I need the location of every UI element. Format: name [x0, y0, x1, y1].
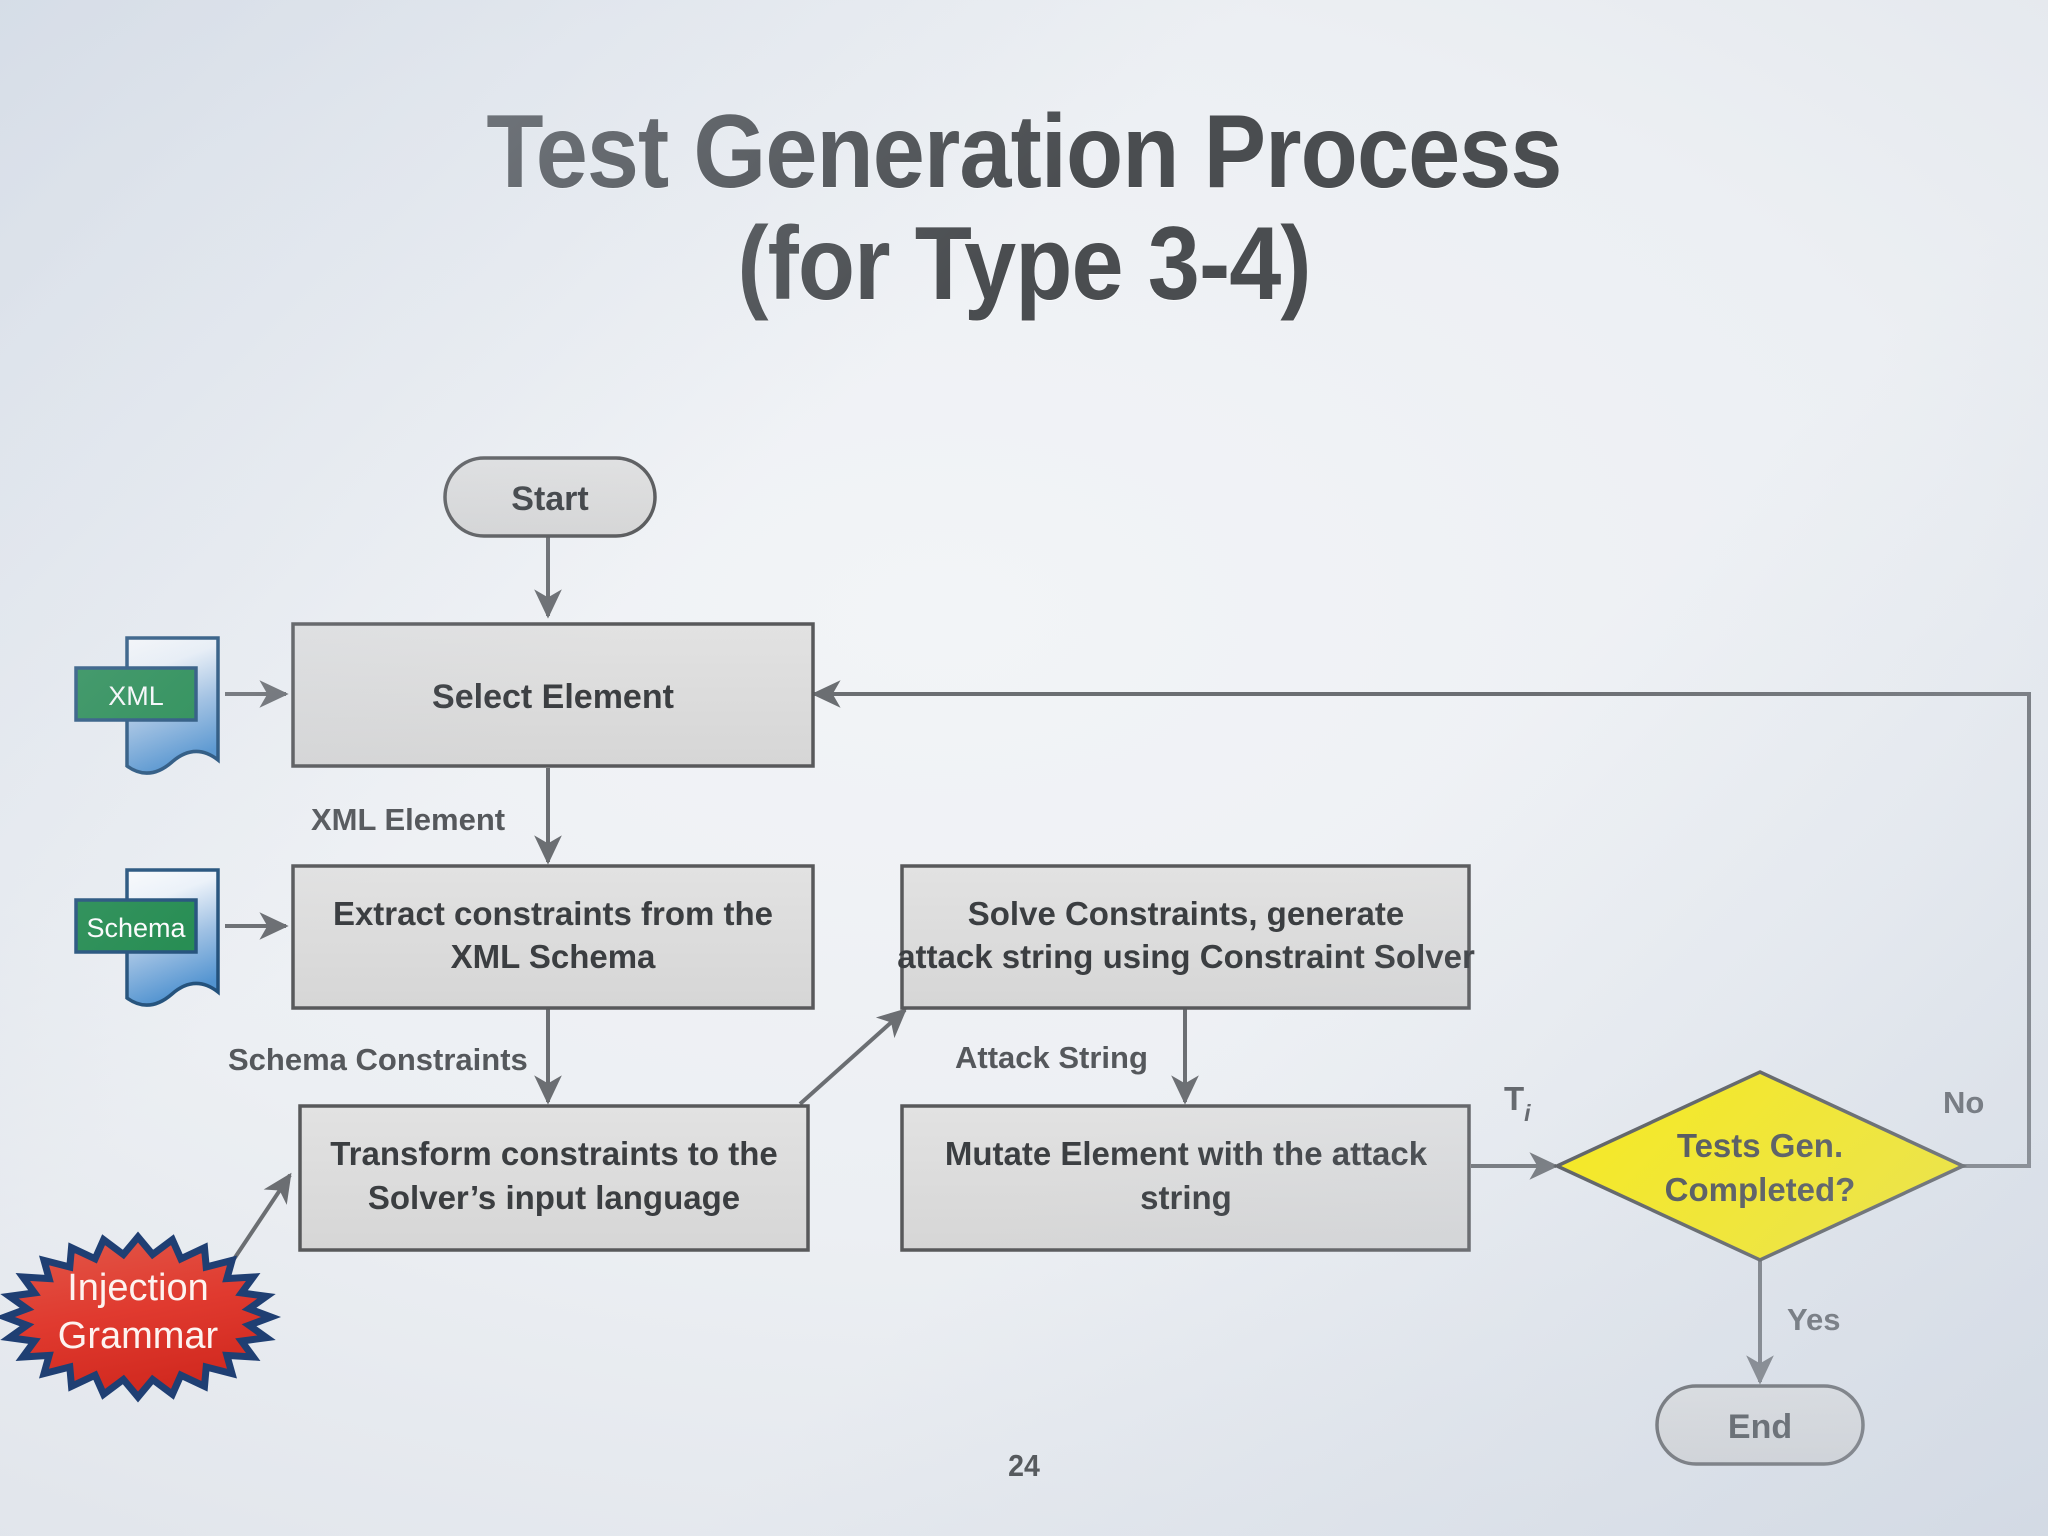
node-tests-gen-completed-decision[interactable]: Tests Gen. Completed?: [1552, 1070, 1968, 1262]
ti-subscript: i: [1524, 1100, 1531, 1126]
edge-decision-no-to-select: [811, 680, 2031, 1168]
edge-label-ti: Ti: [1504, 1080, 1531, 1126]
process-shape: [298, 1104, 810, 1252]
terminator-shape: [1655, 1384, 1865, 1466]
edge-label-yes: Yes: [1787, 1302, 1840, 1337]
node-decision-label-line-2: Completed?: [1665, 1171, 1856, 1208]
node-mutate-label-line-2: string: [1140, 1179, 1232, 1216]
node-select-element-label: Select Element: [432, 678, 674, 716]
node-end-label: End: [1728, 1408, 1792, 1446]
node-decision-label-line-1: Tests Gen.: [1677, 1127, 1843, 1164]
node-transform-constraints[interactable]: Transform constraints to the Solver’s in…: [298, 1104, 810, 1252]
node-start-label: Start: [511, 480, 588, 518]
page-title: Test Generation Process (for Type 3-4): [102, 96, 1945, 321]
decision-shape: [1552, 1070, 1968, 1262]
injection-grammar-label-line-1: Injection: [67, 1267, 209, 1309]
injection-grammar-label-line-2: Grammar: [58, 1315, 219, 1357]
edge-label-attack-string: Attack String: [955, 1040, 1148, 1075]
terminator-shape: [443, 456, 657, 538]
process-shape: [900, 1104, 1471, 1252]
node-extract-label-line-2: XML Schema: [451, 938, 656, 975]
schema-label: Schema: [86, 913, 186, 943]
data-source-injection-grammar[interactable]: Injection Grammar: [0, 1231, 282, 1403]
node-start[interactable]: Start: [443, 456, 657, 538]
process-shape: [291, 622, 815, 768]
node-select-element[interactable]: Select Element: [291, 622, 815, 768]
node-solve-constraints[interactable]: Solve Constraints, generate attack strin…: [897, 864, 1475, 1010]
starburst-icon: [0, 1231, 282, 1403]
node-mutate-label-line-1: Mutate Element with the attack: [945, 1135, 1428, 1172]
node-transform-label-line-2: Solver’s input language: [368, 1179, 740, 1216]
node-mutate-element[interactable]: Mutate Element with the attack string: [900, 1104, 1471, 1252]
node-extract-constraints[interactable]: Extract constraints from the XML Schema: [291, 864, 815, 1010]
data-source-xml[interactable]: XML: [74, 636, 220, 775]
process-shape: [291, 864, 815, 1010]
ti-base: T: [1504, 1080, 1524, 1117]
process-shape: [900, 864, 1471, 1010]
schema-badge: [74, 898, 198, 954]
node-end[interactable]: End: [1655, 1384, 1865, 1466]
node-transform-label-line-1: Transform constraints to the: [330, 1135, 777, 1172]
edge-label-no: No: [1943, 1085, 1984, 1120]
title-line-1: Test Generation Process: [486, 94, 1562, 210]
title-line-2: (for Type 3-4): [737, 206, 1311, 323]
node-extract-label-line-1: Extract constraints from the: [333, 895, 773, 932]
data-source-schema[interactable]: Schema: [74, 868, 220, 1007]
edge-label-xml-element: XML Element: [311, 802, 505, 837]
page-number: 24: [1008, 1448, 1040, 1483]
node-solve-label-line-1: Solve Constraints, generate: [968, 895, 1404, 932]
node-solve-label-line-2: attack string using Constraint Solver: [897, 938, 1475, 975]
edge-label-schema-constraints: Schema Constraints: [228, 1042, 528, 1077]
xml-label: XML: [108, 681, 164, 711]
edge-transform-to-solve: [798, 1008, 907, 1106]
xml-badge: [74, 666, 198, 722]
